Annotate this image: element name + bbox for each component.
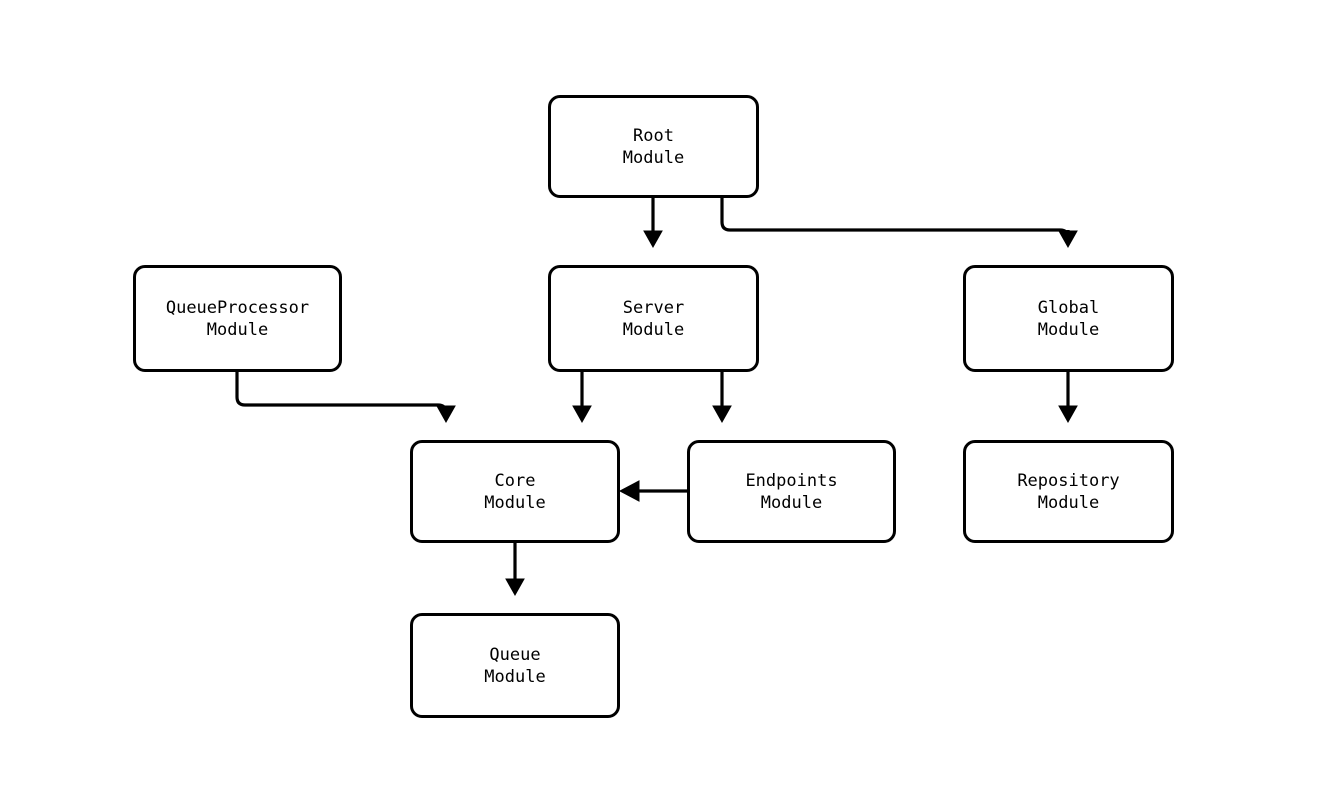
edge-server-endpoints [712,372,732,424]
node-core-module-label: Core Module [484,470,546,513]
node-queue-module[interactable]: Queue Module [410,613,620,718]
edge-queueprocessor-core [235,372,456,424]
node-core-module[interactable]: Core Module [410,440,620,543]
edge-server-core [572,372,592,424]
node-queueprocessor-module[interactable]: QueueProcessor Module [133,265,342,372]
node-root-module[interactable]: Root Module [548,95,759,198]
edge-endpoints-core [618,480,687,502]
node-server-module[interactable]: Server Module [548,265,759,372]
edge-root-server [643,198,663,249]
node-global-module[interactable]: Global Module [963,265,1174,372]
edge-root-global [720,198,1078,249]
node-root-module-label: Root Module [622,125,685,168]
node-global-module-label: Global Module [1037,297,1100,340]
node-server-module-label: Server Module [622,297,685,340]
node-repository-module-label: Repository Module [1017,470,1120,513]
edge-core-queue [505,543,525,597]
node-endpoints-module-label: Endpoints Module [745,470,838,513]
node-endpoints-module[interactable]: Endpoints Module [687,440,896,543]
edge-global-repository [1058,372,1078,424]
node-queueprocessor-module-label: QueueProcessor Module [165,297,310,340]
node-queue-module-label: Queue Module [484,644,546,687]
node-repository-module[interactable]: Repository Module [963,440,1174,543]
